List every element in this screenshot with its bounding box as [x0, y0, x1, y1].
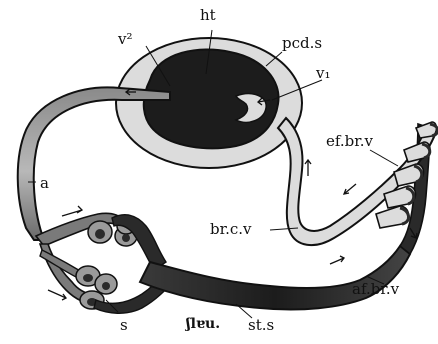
label-ht: ht: [200, 8, 216, 23]
label-v1: v₁: [316, 66, 331, 81]
gill-tufts: [76, 218, 137, 309]
label-pcd-s: pcd.s: [282, 36, 322, 51]
label-ef-br-v: ef.br.v: [326, 134, 373, 149]
illustrator-signature: ʃlɐu.: [186, 316, 220, 332]
label-af-br-v: af.br.v: [352, 282, 399, 297]
label-s: s: [120, 318, 128, 333]
label-v2: v²: [118, 32, 133, 47]
label-st-s: st.s: [248, 318, 274, 333]
label-br-c-v: br.c.v: [210, 222, 252, 237]
label-a: a: [40, 176, 49, 191]
